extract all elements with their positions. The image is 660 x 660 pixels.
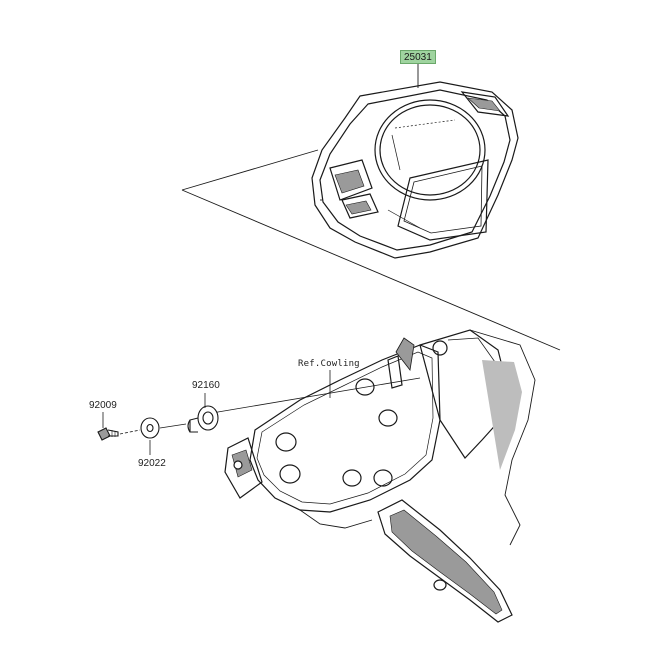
part-number-washer[interactable]: 92022 bbox=[138, 458, 166, 469]
ref-cowling-label[interactable]: Ref.Cowling bbox=[298, 359, 360, 369]
meter-assembly[interactable] bbox=[311, 81, 519, 259]
projection-lines bbox=[181, 149, 561, 351]
grommet[interactable] bbox=[187, 405, 219, 433]
part-number-bolt[interactable]: 92009 bbox=[89, 400, 117, 411]
part-number-meter-assy[interactable]: 25031 bbox=[400, 50, 436, 64]
meter-bracket[interactable] bbox=[224, 329, 536, 623]
assembly-line-grommet bbox=[211, 377, 421, 414]
bolt[interactable] bbox=[97, 427, 119, 441]
part-number-grommet[interactable]: 92160 bbox=[192, 380, 220, 391]
washer[interactable] bbox=[140, 417, 160, 439]
assembly-line-bolt bbox=[119, 429, 141, 435]
assembly-line-washer bbox=[159, 423, 187, 429]
